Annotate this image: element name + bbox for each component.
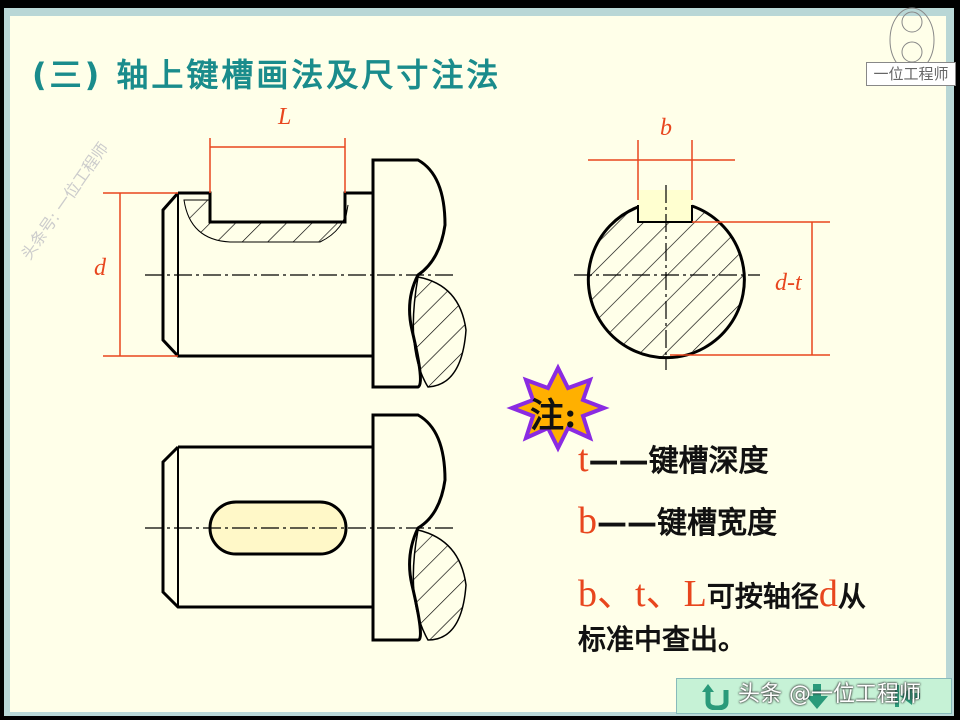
note-t: t——键槽深度	[578, 438, 769, 480]
dimension-d	[103, 192, 178, 357]
credit-watermark: 头条 @一位工程师	[738, 682, 921, 707]
u-turn-button[interactable]	[687, 681, 747, 711]
section-view	[574, 185, 760, 370]
label-b: b	[660, 115, 672, 141]
back-button[interactable]	[877, 681, 937, 711]
note-standard: b、t、L可按轴径d从	[578, 573, 866, 615]
label-d: d	[94, 255, 106, 281]
note-b: b——键槽宽度	[578, 500, 777, 542]
back-arrow-icon	[895, 685, 920, 707]
down-arrow-icon	[806, 684, 828, 709]
label-d-t: d-t	[775, 270, 802, 296]
front-view-shaft	[161, 158, 447, 389]
dimension-b	[588, 140, 735, 200]
label-L: L	[278, 104, 292, 130]
u-turn-icon	[702, 684, 729, 710]
dimension-d-t	[670, 221, 830, 356]
note-badge: 注:	[530, 396, 577, 436]
logo: 一位工程师	[866, 62, 956, 86]
slide-nav	[676, 678, 952, 714]
dimension-L	[209, 138, 346, 193]
page-title: (三) 轴上键槽画法及尺寸注法	[32, 56, 502, 94]
star-burst-icon	[506, 363, 610, 453]
note-standard-line2: 标准中查出。	[578, 623, 747, 656]
down-button[interactable]	[787, 681, 847, 711]
